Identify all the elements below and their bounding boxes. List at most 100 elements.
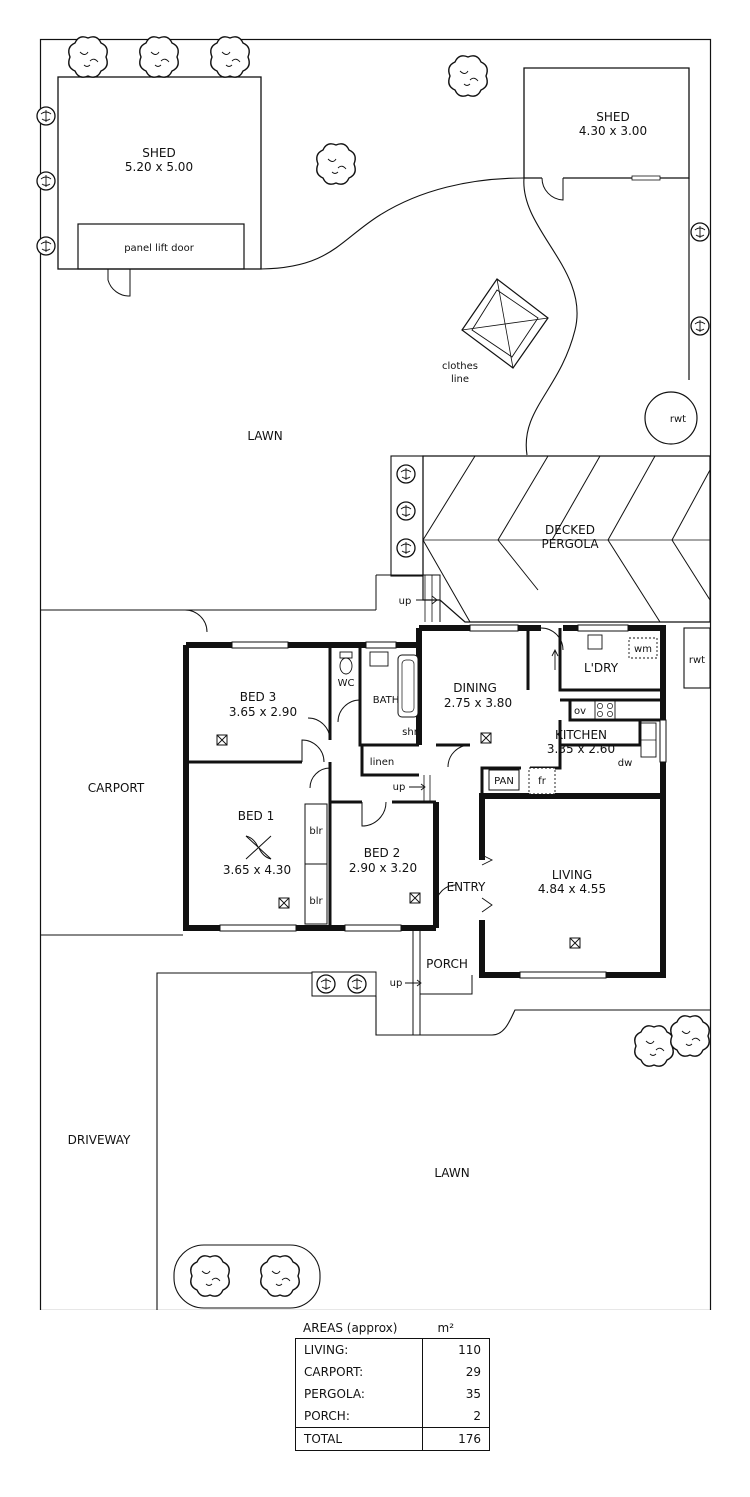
living-dims: 4.84 x 4.55 bbox=[538, 882, 606, 896]
rainwater-tank-side bbox=[683, 627, 711, 689]
table-row: PORCH: 2 bbox=[296, 1405, 489, 1427]
table-row-total: TOTAL 176 bbox=[296, 1427, 489, 1450]
kitchen-name: KITCHEN bbox=[555, 728, 607, 742]
ceiling-fan-icon bbox=[245, 835, 272, 860]
dining-dims: 2.75 x 3.80 bbox=[444, 696, 512, 710]
tree-icon bbox=[210, 36, 250, 78]
tree-icon bbox=[347, 974, 367, 994]
tree-icon bbox=[670, 1015, 710, 1057]
light-point-icon bbox=[569, 937, 581, 949]
bed1-name: BED 1 bbox=[238, 809, 275, 823]
areas-grid: LIVING: 110 CARPORT: 29 PERGOLA: 35 PORC… bbox=[295, 1338, 490, 1451]
area-label: PERGOLA: bbox=[304, 1387, 365, 1401]
bed3-dims: 3.65 x 2.90 bbox=[229, 705, 297, 719]
oven-label: ov bbox=[574, 706, 586, 717]
fridge-label: fr bbox=[538, 776, 547, 787]
toilet-icon bbox=[339, 651, 353, 675]
washing-machine-label: wm bbox=[634, 644, 652, 655]
lawn-front-label: LAWN bbox=[434, 1166, 469, 1180]
shed-large-dims: 5.20 x 5.00 bbox=[125, 160, 193, 174]
shed-large bbox=[57, 76, 262, 297]
cooktop-icon bbox=[594, 700, 616, 720]
dining-name: DINING bbox=[453, 681, 497, 695]
living-name: LIVING bbox=[552, 868, 592, 882]
tree-icon bbox=[396, 501, 416, 521]
table-row: PERGOLA: 35 bbox=[296, 1383, 489, 1405]
clothes-line-label: line bbox=[451, 374, 469, 385]
light-point-icon bbox=[278, 897, 290, 909]
pantry-label: PAN bbox=[494, 776, 514, 787]
robe-label: blr bbox=[309, 826, 323, 837]
light-point-icon bbox=[480, 732, 492, 744]
robe-label: blr bbox=[309, 896, 323, 907]
area-value: 110 bbox=[422, 1339, 489, 1361]
entry-label: ENTRY bbox=[447, 880, 486, 894]
panel-lift-door-label: panel lift door bbox=[124, 243, 195, 254]
tree-icon bbox=[396, 538, 416, 558]
driveway-label: DRIVEWAY bbox=[68, 1133, 131, 1147]
clothes-line-label: clothes bbox=[442, 361, 478, 372]
sink-icon bbox=[640, 722, 657, 758]
light-point-icon bbox=[409, 892, 421, 904]
porch-label: PORCH bbox=[426, 957, 468, 971]
area-total-label: TOTAL bbox=[304, 1432, 343, 1446]
areas-unit: m² bbox=[437, 1321, 455, 1335]
wc-label: WC bbox=[338, 678, 355, 689]
light-point-icon bbox=[216, 734, 228, 746]
basin-icon bbox=[369, 651, 389, 667]
tree-icon bbox=[36, 171, 56, 191]
area-value: 2 bbox=[422, 1405, 489, 1427]
clothes-line-icon bbox=[461, 278, 549, 369]
floor-plan: SHED 5.20 x 5.00 panel lift door SHED 4.… bbox=[36, 36, 712, 1310]
tree-icon bbox=[316, 143, 356, 185]
garden-path-edge bbox=[523, 177, 578, 456]
tree-icon bbox=[36, 106, 56, 126]
bed1-dims: 3.65 x 4.30 bbox=[223, 863, 291, 877]
rwt-label: rwt bbox=[670, 414, 686, 425]
tree-icon bbox=[260, 1255, 300, 1297]
dishwasher-label: dw bbox=[618, 758, 633, 769]
area-value: 35 bbox=[422, 1383, 489, 1405]
bed2-dims: 2.90 x 3.20 bbox=[349, 861, 417, 875]
area-label: LIVING: bbox=[304, 1343, 349, 1357]
tree-icon bbox=[448, 55, 488, 97]
area-label: PORCH: bbox=[304, 1409, 350, 1423]
shed-small-dims: 4.30 x 3.00 bbox=[579, 124, 647, 138]
area-total-value: 176 bbox=[422, 1428, 489, 1450]
tree-icon bbox=[316, 974, 336, 994]
linen-label: linen bbox=[370, 757, 394, 768]
laundry-label: L'DRY bbox=[584, 661, 619, 675]
bed3-name: BED 3 bbox=[240, 690, 277, 704]
bath-label: BATH bbox=[373, 695, 400, 706]
garden-path-edge bbox=[260, 177, 525, 270]
bed2-name: BED 2 bbox=[364, 846, 401, 860]
rwt-side-label: rwt bbox=[689, 655, 705, 666]
tree-icon bbox=[190, 1255, 230, 1297]
table-row: CARPORT: 29 bbox=[296, 1361, 489, 1383]
tree-icon bbox=[68, 36, 108, 78]
up-label-internal: up bbox=[393, 782, 406, 793]
tree-icon bbox=[690, 316, 710, 336]
lawn-back-label: LAWN bbox=[247, 429, 282, 443]
carport-label: CARPORT bbox=[88, 781, 145, 795]
bath-tub-icon bbox=[397, 654, 419, 718]
pergola-label: PERGOLA bbox=[541, 537, 599, 551]
tree-icon bbox=[690, 222, 710, 242]
pergola-label: DECKED bbox=[545, 523, 595, 537]
kitchen-dims: 3.35 x 2.60 bbox=[547, 742, 615, 756]
tree-icon bbox=[36, 236, 56, 256]
shower-label: shr bbox=[402, 727, 419, 738]
area-value: 29 bbox=[422, 1361, 489, 1383]
shed-large-name: SHED bbox=[142, 146, 175, 160]
shed-small-name: SHED bbox=[596, 110, 629, 124]
tree-icon bbox=[396, 464, 416, 484]
tree-icon bbox=[139, 36, 179, 78]
tree-icon bbox=[634, 1025, 674, 1067]
up-label-front: up bbox=[390, 978, 403, 989]
area-label: CARPORT: bbox=[304, 1365, 364, 1379]
shed-small bbox=[523, 67, 690, 201]
areas-title: AREAS (approx) bbox=[303, 1321, 398, 1335]
up-label-rear: up bbox=[399, 596, 412, 607]
rainwater-tank bbox=[644, 391, 698, 445]
table-row: LIVING: 110 bbox=[296, 1339, 489, 1361]
